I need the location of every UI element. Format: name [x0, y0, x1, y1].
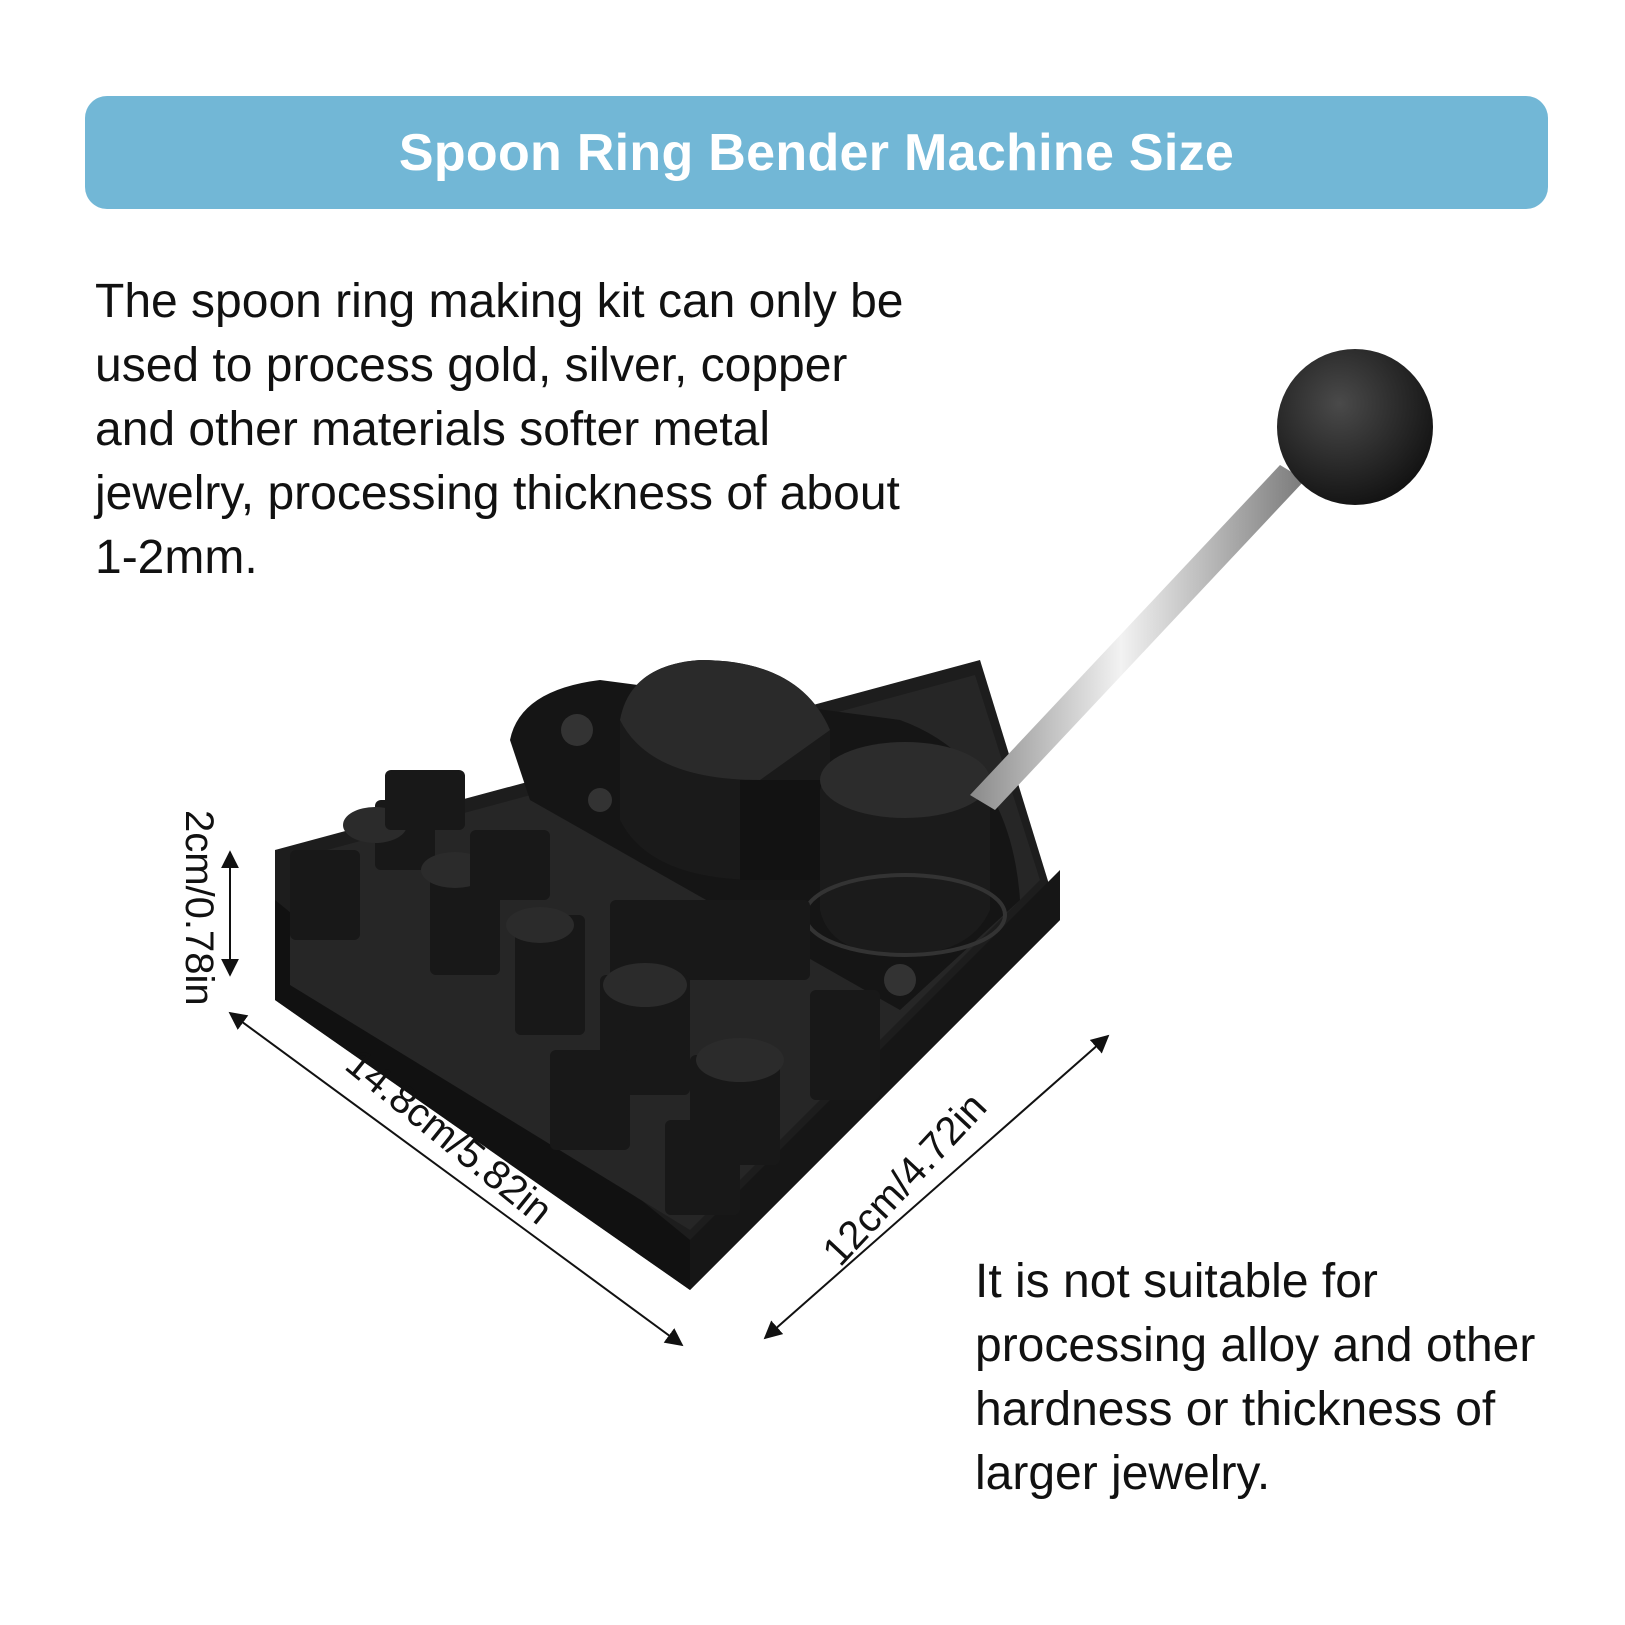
banner-title: Spoon Ring Bender Machine Size	[398, 123, 1235, 182]
height-dimension-label: 2cm/0.78in	[177, 810, 221, 1006]
description-top: The spoon ring making kit can only be us…	[95, 275, 904, 584]
press-dome	[803, 742, 1007, 957]
press-head	[620, 660, 850, 880]
title-banner: Spoon Ring Bender Machine Size	[85, 96, 1548, 209]
lever-handle	[970, 349, 1433, 810]
description-bottom: It is not suitable for processing alloy …	[975, 1255, 1536, 1500]
dimension-lines	[221, 850, 1110, 1347]
